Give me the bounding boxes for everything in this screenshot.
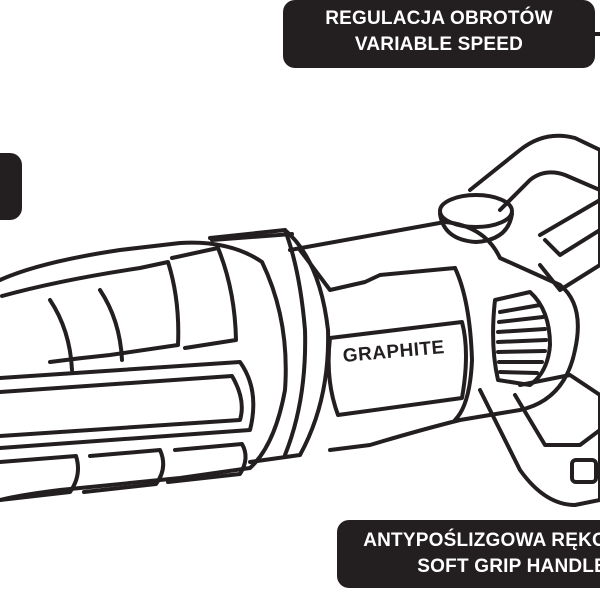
- grip-rib-2: [170, 246, 238, 350]
- left-edge-tab: [0, 153, 22, 220]
- grip-rib-1: [0, 260, 181, 364]
- callout-speed-line1: REGULACJA OBROTÓW: [325, 8, 553, 29]
- side-handle-upper: [468, 133, 600, 292]
- callout-speed-line2: VARIABLE SPEED: [354, 34, 524, 55]
- side-handle-upper-inner: [498, 170, 600, 257]
- callout-grip-line1: ANTYPOŚLIZGOWA RĘKO: [363, 530, 600, 551]
- grip-band: [0, 360, 256, 450]
- lower-handle-button-shape: [570, 458, 598, 484]
- front-body: [0, 240, 288, 502]
- rear-housing: [288, 220, 580, 452]
- lower-rib-3: [166, 442, 248, 484]
- callout-variable-speed: REGULACJA OBROTÓW VARIABLE SPEED: [283, 0, 595, 68]
- lower-rib-2: [82, 448, 166, 494]
- side-handle-lower: [478, 373, 600, 507]
- lower-rib-1: [0, 454, 80, 502]
- vent-grille: [491, 290, 552, 387]
- callout-soft-grip: ANTYPOŚLIZGOWA RĘKO SOFT GRIP HANDLE: [337, 520, 600, 588]
- callout-grip-line2: SOFT GRIP HANDLE: [417, 556, 600, 577]
- speed-dial: [438, 193, 514, 229]
- brand-plate: [326, 320, 468, 417]
- collar: [208, 228, 331, 464]
